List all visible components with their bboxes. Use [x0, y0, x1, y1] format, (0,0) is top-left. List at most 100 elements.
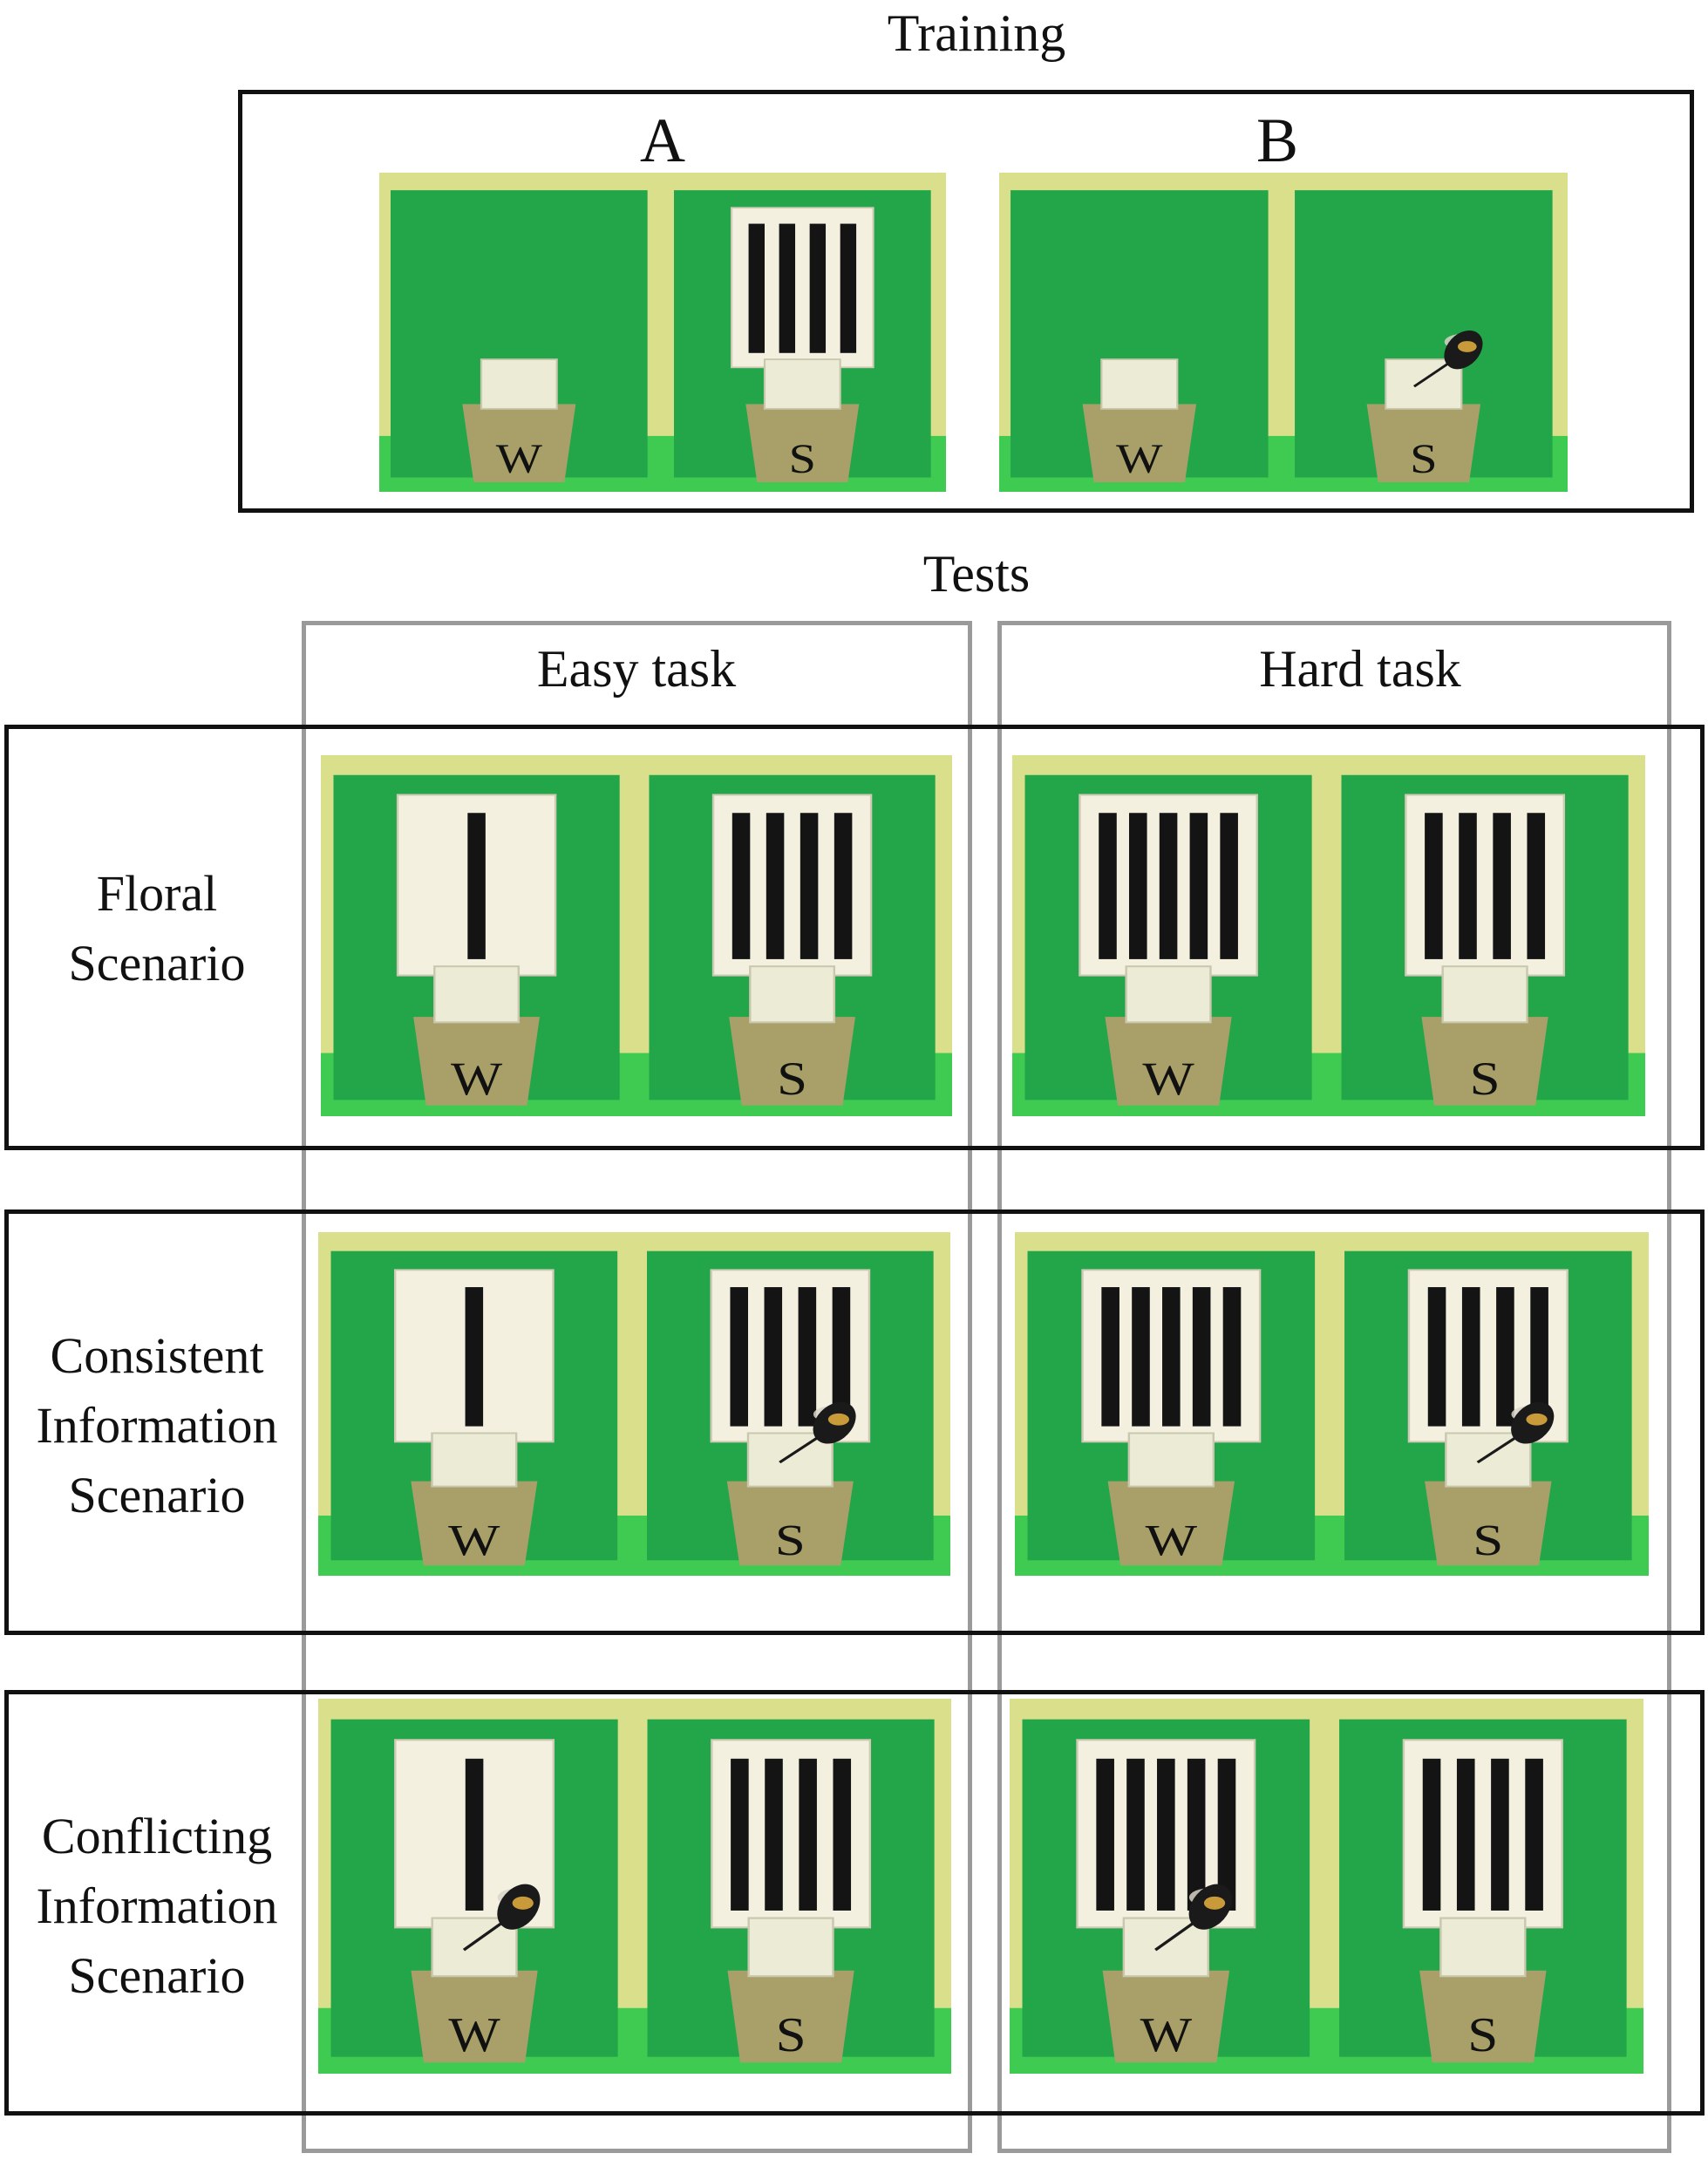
black-stripe: [1217, 1758, 1236, 1911]
black-stripe: [1461, 1287, 1480, 1427]
bee-icon: [462, 1884, 541, 1952]
black-stripe: [800, 813, 819, 959]
right-half: S: [1339, 1719, 1627, 2063]
feeder-cup: [1082, 404, 1197, 483]
black-stripe: [1189, 813, 1208, 959]
black-stripe: [1525, 1758, 1543, 1911]
feeder-cup: [1105, 1017, 1232, 1106]
feeder-cup: [462, 404, 576, 483]
feeder-label: S: [776, 2007, 806, 2061]
row-label-consistent: Consistent Information Scenario: [36, 1327, 278, 1523]
black-stripe: [840, 223, 857, 353]
black-stripe: [1496, 1287, 1514, 1427]
left-half: W: [1022, 1719, 1310, 2063]
row-label-floral: Floral Scenario: [68, 865, 246, 991]
feeder-label: W: [448, 1516, 500, 1565]
row-frame-floral: [4, 725, 1705, 1150]
feeder-label: W: [1116, 436, 1163, 482]
left-half: W: [333, 774, 620, 1106]
left-half: W: [330, 1250, 618, 1566]
black-stripe: [1493, 813, 1511, 959]
right-half: S: [1295, 190, 1553, 483]
feeder-block: [1439, 1917, 1527, 1978]
black-stripe: [1192, 1287, 1211, 1427]
feeder-cup: [1419, 1970, 1547, 2063]
black-stripe: [1162, 1287, 1181, 1427]
black-stripe: [467, 813, 486, 959]
feeder-block: [1441, 965, 1528, 1024]
black-stripe: [1427, 1287, 1446, 1427]
feeder-block: [1127, 1432, 1215, 1488]
black-stripe: [766, 813, 785, 959]
feeder-block: [431, 1917, 518, 1978]
black-stripe: [1096, 1758, 1114, 1911]
right-half: S: [649, 774, 936, 1106]
feeder-cup: [413, 1017, 540, 1106]
black-stripe: [1425, 813, 1443, 959]
black-stripe: [748, 223, 765, 353]
left-half: W: [1011, 190, 1269, 483]
left-half: W: [1024, 774, 1312, 1106]
black-stripe: [732, 813, 751, 959]
feeder-block: [1385, 358, 1463, 410]
black-stripe: [1527, 813, 1546, 959]
panel-letter-a: A: [640, 106, 685, 175]
feeder-cup: [1366, 404, 1481, 483]
black-stripe: [731, 1758, 749, 1911]
black-stripe: [1530, 1287, 1548, 1427]
black-stripe: [834, 813, 853, 959]
black-stripe: [1099, 813, 1117, 959]
black-stripe: [465, 1758, 484, 1911]
row-label-conflicting: Conflicting Information Scenario: [36, 1808, 278, 2004]
black-stripe: [1159, 813, 1178, 959]
left-half: W: [330, 1719, 618, 2063]
feeder-cup: [745, 404, 860, 483]
feeder-label: W: [451, 1053, 503, 1105]
black-stripe: [833, 1758, 852, 1911]
black-stripe: [465, 1287, 484, 1427]
feeder-label: S: [1470, 1053, 1500, 1105]
black-stripe: [1132, 1287, 1150, 1427]
black-stripe: [1129, 813, 1147, 959]
column-frame-hard: [997, 621, 1671, 2153]
feeder-block: [749, 965, 836, 1024]
feeder-block: [480, 358, 558, 410]
column-header-hard: Hard task: [1259, 640, 1461, 698]
feeder-cup: [411, 1970, 538, 2063]
right-half: S: [1344, 1250, 1632, 1566]
panel-letter-b: B: [1255, 106, 1299, 175]
feeder-label: W: [496, 437, 543, 482]
row-frame-conflicting: [4, 1690, 1705, 2116]
feeder-label: S: [777, 1053, 807, 1105]
column-frame-easy: [302, 621, 972, 2153]
feeder-label: S: [1467, 2007, 1498, 2061]
black-stripe: [1126, 1758, 1145, 1911]
feeder-block: [763, 358, 841, 410]
feeder-label: S: [789, 437, 816, 482]
black-stripe: [798, 1287, 817, 1427]
black-stripe: [1491, 1758, 1509, 1911]
feeder-block: [1122, 1917, 1210, 1978]
feeder-label: W: [1140, 2007, 1193, 2061]
feeder-block: [746, 1432, 834, 1488]
training-title: Training: [887, 4, 1066, 62]
feeder-label: S: [775, 1516, 806, 1565]
bee-icon: [779, 1401, 856, 1464]
black-stripe: [1101, 1287, 1119, 1427]
feeder-block: [1445, 1432, 1532, 1488]
feeder-label: S: [1473, 1516, 1503, 1565]
feeder-block: [1125, 965, 1212, 1024]
